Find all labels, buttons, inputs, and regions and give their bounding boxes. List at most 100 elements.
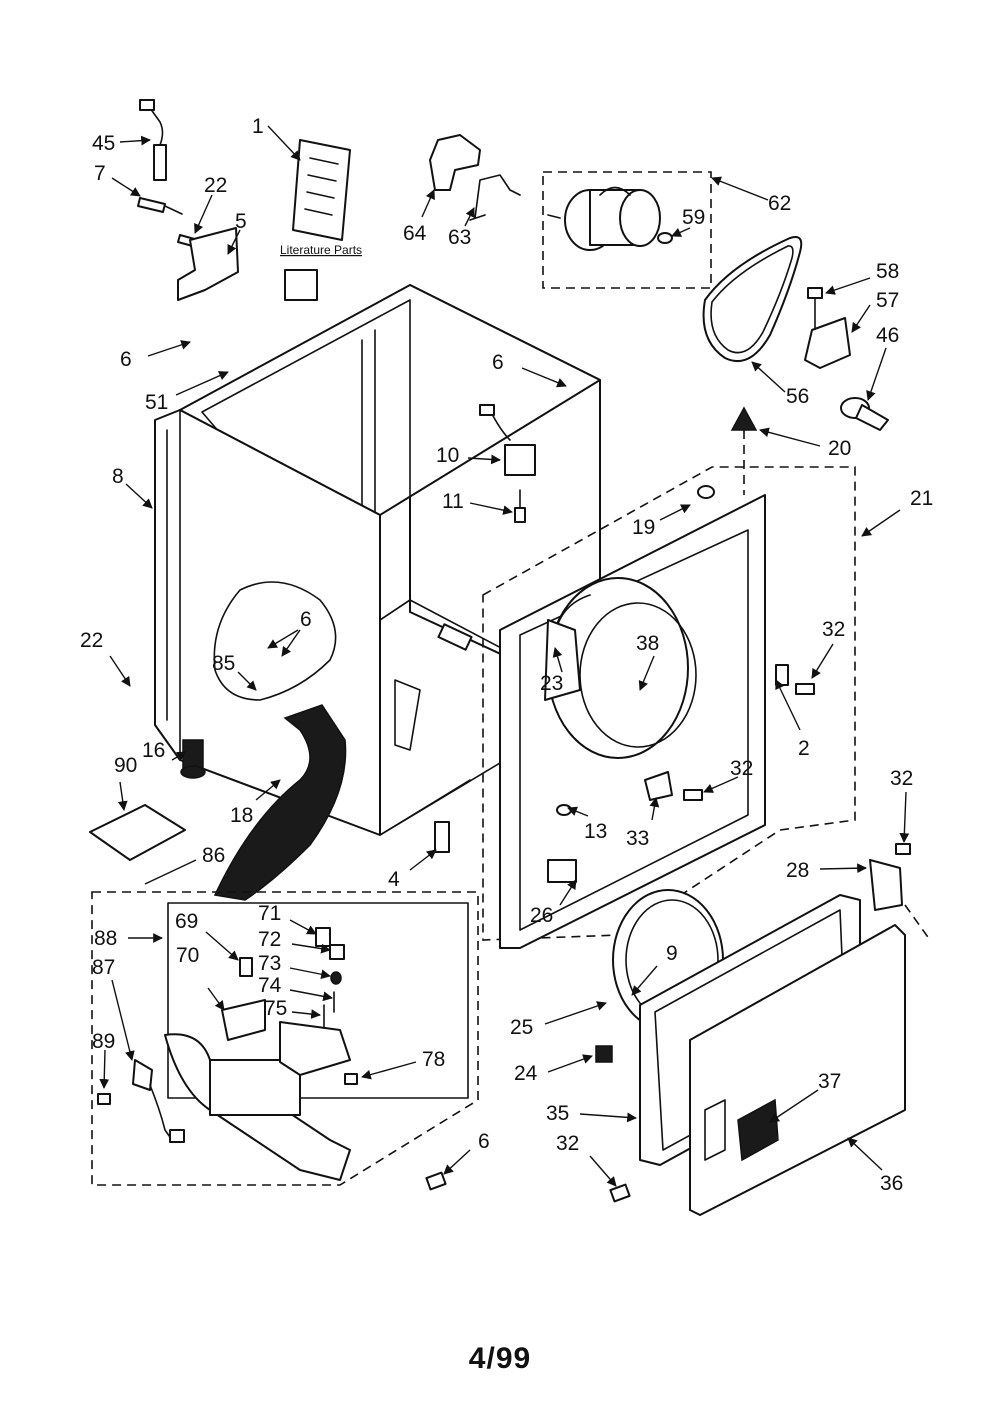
callout-2: 2 xyxy=(798,737,810,760)
callout-69: 69 xyxy=(175,910,198,933)
bracket-64 xyxy=(429,134,481,191)
terminal-block-10 xyxy=(479,404,536,476)
callout-28: 28 xyxy=(786,859,809,882)
callout-73: 73 xyxy=(258,952,281,975)
gasket-73 xyxy=(330,971,342,985)
leveling-foot-16 xyxy=(180,739,206,779)
callout-35: 35 xyxy=(546,1102,569,1125)
screw-32-bottom xyxy=(609,1183,631,1203)
callout-32-switch: 32 xyxy=(822,618,845,641)
callout-7: 7 xyxy=(94,162,106,185)
callout-9: 9 xyxy=(666,942,678,965)
callout-74: 74 xyxy=(258,974,282,997)
screw-69 xyxy=(239,957,253,977)
burner-assembly xyxy=(164,1021,351,1181)
callout-32-bottom: 32 xyxy=(556,1132,579,1155)
drive-motor xyxy=(547,186,673,251)
valve-kit-box-88 xyxy=(167,902,469,1099)
callout-89: 89 xyxy=(92,1030,115,1053)
pad-19 xyxy=(697,485,715,499)
callout-63: 63 xyxy=(448,226,471,249)
callout-88: 88 xyxy=(94,927,117,950)
callout-21: 21 xyxy=(910,487,933,510)
screw-89 xyxy=(97,1093,111,1105)
callout-57: 57 xyxy=(876,289,899,312)
callout-75: 75 xyxy=(264,997,287,1020)
glide-20 xyxy=(730,406,758,431)
callout-45: 45 xyxy=(92,132,115,155)
screw-11 xyxy=(514,489,526,523)
callout-64: 64 xyxy=(403,222,427,245)
igniter-87 xyxy=(132,1059,185,1143)
motor-assembly-box xyxy=(542,171,712,289)
bracket-4 xyxy=(434,821,450,853)
pad-90 xyxy=(89,804,186,861)
callout-56: 56 xyxy=(786,385,809,408)
screw-6-bottom xyxy=(425,1171,447,1191)
callout-1: 1 xyxy=(252,115,264,138)
switch-2 xyxy=(775,664,789,686)
callout-33: 33 xyxy=(626,827,649,850)
exhaust-duct-18 xyxy=(213,704,347,901)
idler-bracket-57 xyxy=(804,317,851,369)
callout-6-cabinet: 6 xyxy=(492,351,504,374)
bracket-70 xyxy=(221,999,266,1041)
callout-87: 87 xyxy=(92,956,115,979)
glide-23 xyxy=(544,619,581,701)
bracket-63 xyxy=(469,174,521,221)
callout-5: 5 xyxy=(235,210,247,233)
screw-32b xyxy=(683,789,703,801)
callout-62: 62 xyxy=(768,192,791,215)
callout-46: 46 xyxy=(876,324,899,347)
burner-assembly-box-86 xyxy=(91,891,479,1186)
callout-71: 71 xyxy=(258,902,281,925)
screw-7 xyxy=(137,197,183,215)
callout-11: 11 xyxy=(442,490,464,513)
callouts: 1 45 7 22 5 64 63 62 59 58 57 46 56 6 51… xyxy=(80,115,933,1195)
bracket-33 xyxy=(644,771,673,801)
clip-26 xyxy=(547,859,577,883)
bracket-5 xyxy=(177,227,239,301)
callout-78: 78 xyxy=(422,1048,445,1071)
callout-85: 85 xyxy=(212,652,235,675)
callout-6-left: 6 xyxy=(120,348,132,371)
callout-24: 24 xyxy=(514,1062,538,1085)
front-panel-box xyxy=(482,466,856,941)
callout-25: 25 xyxy=(510,1016,533,1039)
screw-32-hinge xyxy=(895,843,911,855)
callout-36: 36 xyxy=(880,1172,903,1195)
callout-6-bottom: 6 xyxy=(478,1130,490,1153)
callout-90: 90 xyxy=(114,754,137,777)
callout-13: 13 xyxy=(584,820,607,843)
screw-32a xyxy=(795,683,815,695)
callout-26: 26 xyxy=(530,904,553,927)
callout-19: 19 xyxy=(632,516,655,539)
callout-32-hinge: 32 xyxy=(890,767,913,790)
idler-pulley-46 xyxy=(840,397,889,431)
wire-harness-45 xyxy=(139,99,167,181)
door-handle-37 xyxy=(737,1098,779,1162)
callout-70: 70 xyxy=(176,944,199,967)
callout-22-top: 22 xyxy=(204,174,227,197)
callout-59: 59 xyxy=(682,206,705,229)
callout-86: 86 xyxy=(202,844,225,867)
callout-37: 37 xyxy=(818,1070,841,1093)
callout-16: 16 xyxy=(142,739,165,762)
pad-13 xyxy=(556,804,572,816)
literature-parts-label: Literature Parts xyxy=(280,243,362,257)
callout-38: 38 xyxy=(636,632,659,655)
coil-72 xyxy=(329,944,345,960)
catch-24 xyxy=(595,1045,613,1063)
callout-23: 23 xyxy=(540,672,563,695)
drive-belt-56 xyxy=(702,236,803,363)
screw-58 xyxy=(807,287,823,331)
literature-card xyxy=(292,139,351,241)
callout-20: 20 xyxy=(828,437,851,460)
screw-78 xyxy=(344,1073,358,1085)
leader-lines xyxy=(99,125,910,1187)
callout-51: 51 xyxy=(145,391,168,414)
hinge-28 xyxy=(869,859,903,911)
callout-72: 72 xyxy=(258,928,281,951)
page-number: 4/99 xyxy=(468,1342,532,1375)
